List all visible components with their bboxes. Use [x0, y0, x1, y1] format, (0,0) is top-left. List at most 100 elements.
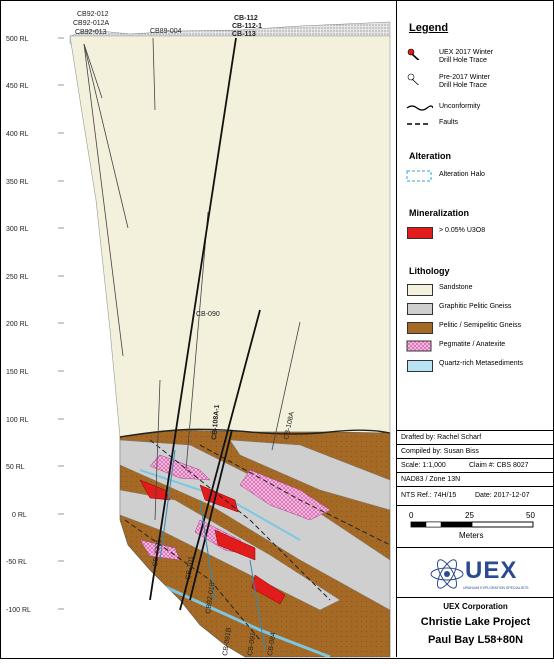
- fault-line: [199, 444, 390, 546]
- sandstone-swatch: [407, 284, 433, 296]
- hole-label: CB-112-1: [232, 23, 262, 30]
- pelitic-swatch: [407, 322, 433, 334]
- drill-hole-trace: [185, 211, 209, 471]
- pegmatite-swatch: [406, 340, 432, 352]
- drill-hole-trace: [154, 379, 161, 521]
- axis-tick-label: 500 RL: [6, 36, 29, 43]
- uex-drill-trace: [179, 309, 261, 611]
- graphitic-swatch: [407, 303, 433, 315]
- section-svg: 500 RL 450 RL 400 RL 350 RL 300 RL 250 R…: [6, 11, 391, 658]
- nts-row: NTS Ref.: 74H/15 Date: 2017-12-07: [397, 486, 554, 506]
- axis-tick-label: 450 RL: [6, 83, 29, 90]
- scale-tick: 0: [409, 511, 414, 520]
- mineralization-title: Mineralization: [409, 208, 470, 218]
- uex-trace-label-1: UEX 2017 Winter: [439, 49, 494, 56]
- section-name: Paul Bay L58+80N: [427, 634, 524, 646]
- sandstone-layer: [69, 35, 391, 438]
- axis-tick-label: 100 RL: [6, 417, 29, 424]
- datum-text: NAD83 / Zone 13N: [401, 476, 461, 483]
- axis-tick-label: 0 RL: [12, 512, 27, 519]
- quartz-swatch: [407, 360, 433, 372]
- overburden-layer: [69, 21, 391, 37]
- uex-trace-icon: [407, 48, 420, 60]
- axis-tick-label: 150 RL: [6, 369, 29, 376]
- pre-trace-label-2: Drill Hole Trace: [439, 82, 487, 89]
- legend-uex-trace: UEX 2017 Winter Drill Hole Trace: [405, 48, 551, 70]
- legend-lithology-item: Pelitic / Semipelitic Gneiss: [405, 321, 551, 335]
- legend-faults: Faults: [405, 118, 551, 132]
- scale-bar-graphic: [410, 521, 534, 528]
- axis-tick-label: 350 RL: [6, 179, 29, 186]
- fault-icon: [407, 123, 431, 125]
- legend-pre-trace: Pre-2017 Winter Drill Hole Trace: [405, 73, 551, 95]
- legend-lithology-item: Pegmatite / Anatexite: [405, 340, 551, 354]
- hole-label: CB-091: [247, 632, 257, 657]
- legend-alteration-halo: Alteration Halo: [405, 170, 551, 184]
- lithology-label: Graphitic Pelitic Gneiss: [439, 303, 512, 310]
- lithology-title: Lithology: [409, 266, 450, 276]
- basement-hole-trace: [199, 499, 216, 601]
- legend-mineralization: > 0.05% U3O8: [405, 226, 551, 240]
- legend-title: Legend: [409, 22, 449, 34]
- drill-hole-trace: [152, 37, 156, 111]
- legend-panel: Legend UEX 2017 Winter Drill Hole Trace …: [396, 0, 554, 657]
- alteration-title: Alteration: [409, 151, 452, 161]
- pre-trace-icon: [407, 73, 420, 85]
- fault-line: [149, 439, 331, 601]
- alteration-halo-label: Alteration Halo: [439, 171, 485, 178]
- quartz-strip: [149, 578, 331, 657]
- mineralization-label: > 0.05% U3O8: [439, 227, 486, 234]
- pegmatite-lens: [149, 454, 211, 481]
- logo-area: UEX URANIUM EXPLORATION SPECIALISTS: [397, 547, 554, 598]
- hole-label: CB-112: [234, 15, 258, 22]
- hole-label: CB-090: [196, 311, 220, 318]
- scale-tick: 25: [465, 511, 474, 520]
- datum-row: NAD83 / Zone 13N: [397, 472, 554, 487]
- legend-unconformity: Unconformity: [405, 102, 551, 116]
- axis-tick-label: -50 RL: [6, 559, 27, 566]
- mineralization-pod: [251, 574, 286, 605]
- hole-label: CB92-012: [77, 11, 109, 18]
- mineralization-pod: [214, 529, 256, 561]
- basement-hole-trace: [159, 449, 176, 561]
- hole-label: CB-4001: [152, 539, 163, 567]
- lithology-label: Sandstone: [439, 284, 473, 291]
- hole-label: CB92-018: [205, 582, 216, 614]
- lithology-label: Pegmatite / Anatexite: [439, 341, 506, 348]
- legend-lithology-item: Quartz-rich Metasediments: [405, 359, 551, 373]
- axis-tick-label: 50 RL: [6, 464, 25, 471]
- scale-unit: Meters: [459, 531, 484, 540]
- drill-hole-trace: [83, 43, 129, 229]
- cross-section: 500 RL 450 RL 400 RL 350 RL 300 RL 250 R…: [6, 11, 391, 658]
- claim-text: Claim #: CBS 8027: [469, 462, 529, 469]
- axis-tick-label: 400 RL: [6, 131, 29, 138]
- hole-label: CB92-012A: [73, 20, 110, 27]
- mineralization-swatch: [407, 227, 433, 239]
- date-text: Date: 2017-12-07: [475, 492, 530, 499]
- fault-line: [124, 519, 261, 641]
- graphitic-band: [229, 439, 390, 511]
- unconformity-line: [119, 428, 391, 438]
- mineralization-pod: [199, 484, 239, 513]
- uex-drill-trace: [189, 429, 233, 601]
- alteration-halo-icon: [406, 170, 432, 182]
- compiled-by: Compiled by: Susan Biss: [401, 448, 479, 455]
- pegmatite-lens: [139, 539, 181, 561]
- drafted-row: Drafted by: Rachel Scharf: [397, 430, 554, 445]
- hole-label: CB-091B: [222, 627, 233, 656]
- unconformity-icon: [406, 105, 433, 111]
- mineralization-pod: [139, 479, 171, 501]
- project-name: Christie Lake Project: [420, 616, 531, 628]
- drill-hole-trace: [83, 43, 124, 357]
- basement-hole-trace: [249, 559, 266, 651]
- logo-tagline: URANIUM EXPLORATION SPECIALISTS: [463, 586, 529, 590]
- atom-logo-icon: [430, 559, 464, 589]
- hole-label: CB-108A-1: [211, 404, 221, 440]
- axis-tick-label: 200 RL: [6, 321, 29, 328]
- faults-label: Faults: [439, 119, 459, 126]
- hole-label: CB-084: [267, 632, 277, 657]
- scale-row: Scale: 1:1,000 Claim #: CBS 8027: [397, 458, 554, 473]
- unconformity-label: Unconformity: [439, 103, 481, 110]
- uex-drill-trace: [149, 37, 237, 601]
- hole-label: CB-101: [185, 556, 195, 581]
